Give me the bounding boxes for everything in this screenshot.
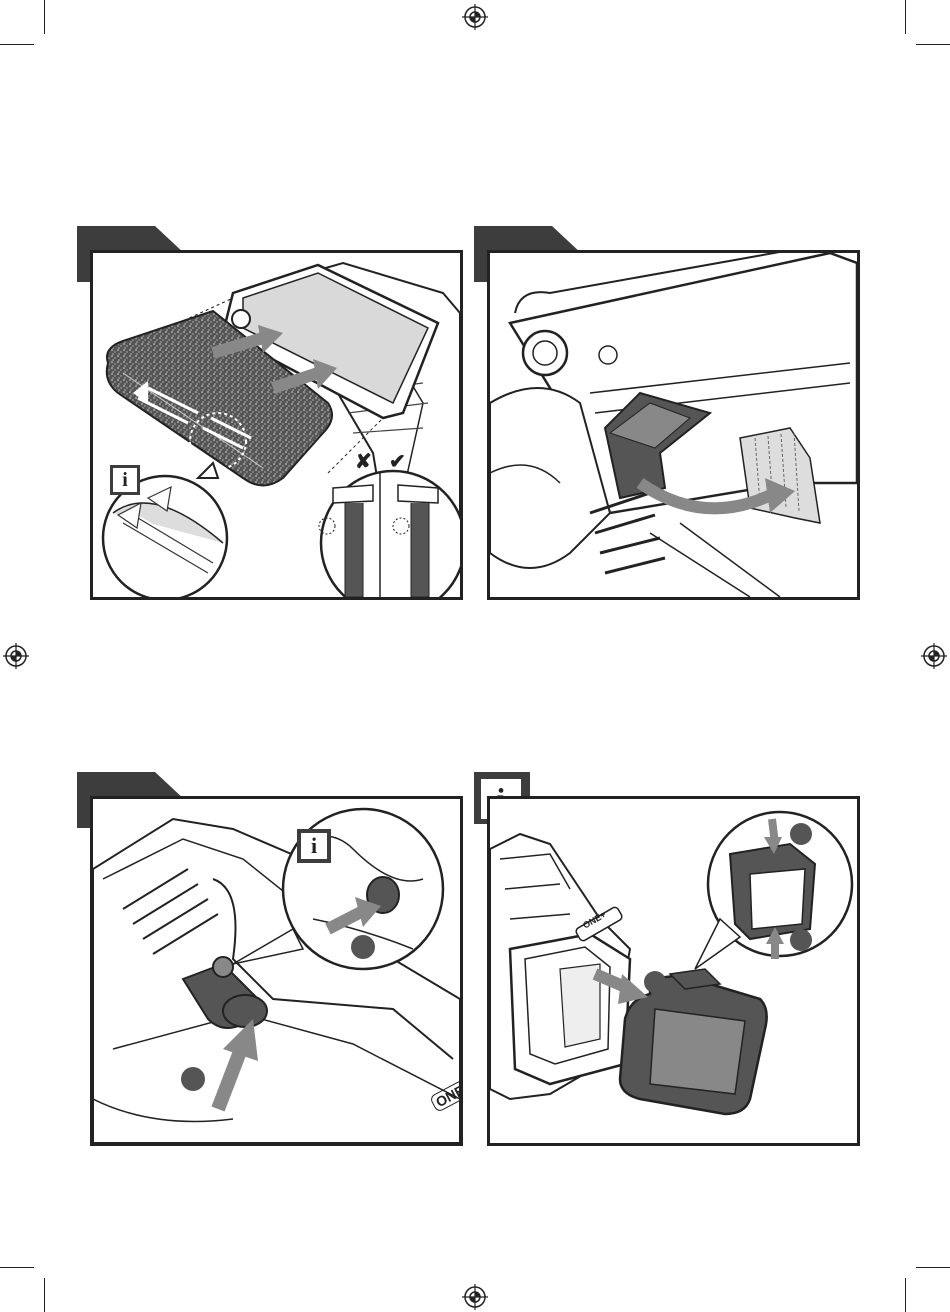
registration-mark-icon [3,643,29,669]
crop-mark [0,44,34,45]
panel-belt-installation: ✘ ✔ i [90,250,463,600]
battery-illustration [490,799,857,1143]
crop-mark [0,1267,34,1268]
info-icon: i [110,465,140,495]
registration-mark-icon [921,643,947,669]
crop-mark [44,1278,45,1312]
crop-mark [905,1278,906,1312]
callout-circle-icon [181,1067,205,1091]
panel-battery: ONE+ [487,796,860,1146]
panel-dust-port-release: i ONE [90,796,463,1146]
crop-mark [916,44,950,45]
crop-mark [44,0,45,34]
check-icon: ✔ [389,449,406,474]
registration-mark-icon [462,1284,488,1310]
registration-mark-icon [462,4,488,30]
tension-lever-illustration [490,253,857,597]
cross-icon: ✘ [355,449,372,474]
callout-circle-icon [790,929,812,951]
callout-circle-icon [644,971,666,993]
crop-mark [905,0,906,34]
callout-circle-icon [351,935,375,959]
dust-port-illustration [93,799,460,1143]
crop-mark [916,1267,950,1268]
callout-circle-icon [790,823,812,845]
panel-belt-tension [487,250,860,600]
belt-installation-illustration [93,253,460,597]
info-icon: i [297,829,331,863]
